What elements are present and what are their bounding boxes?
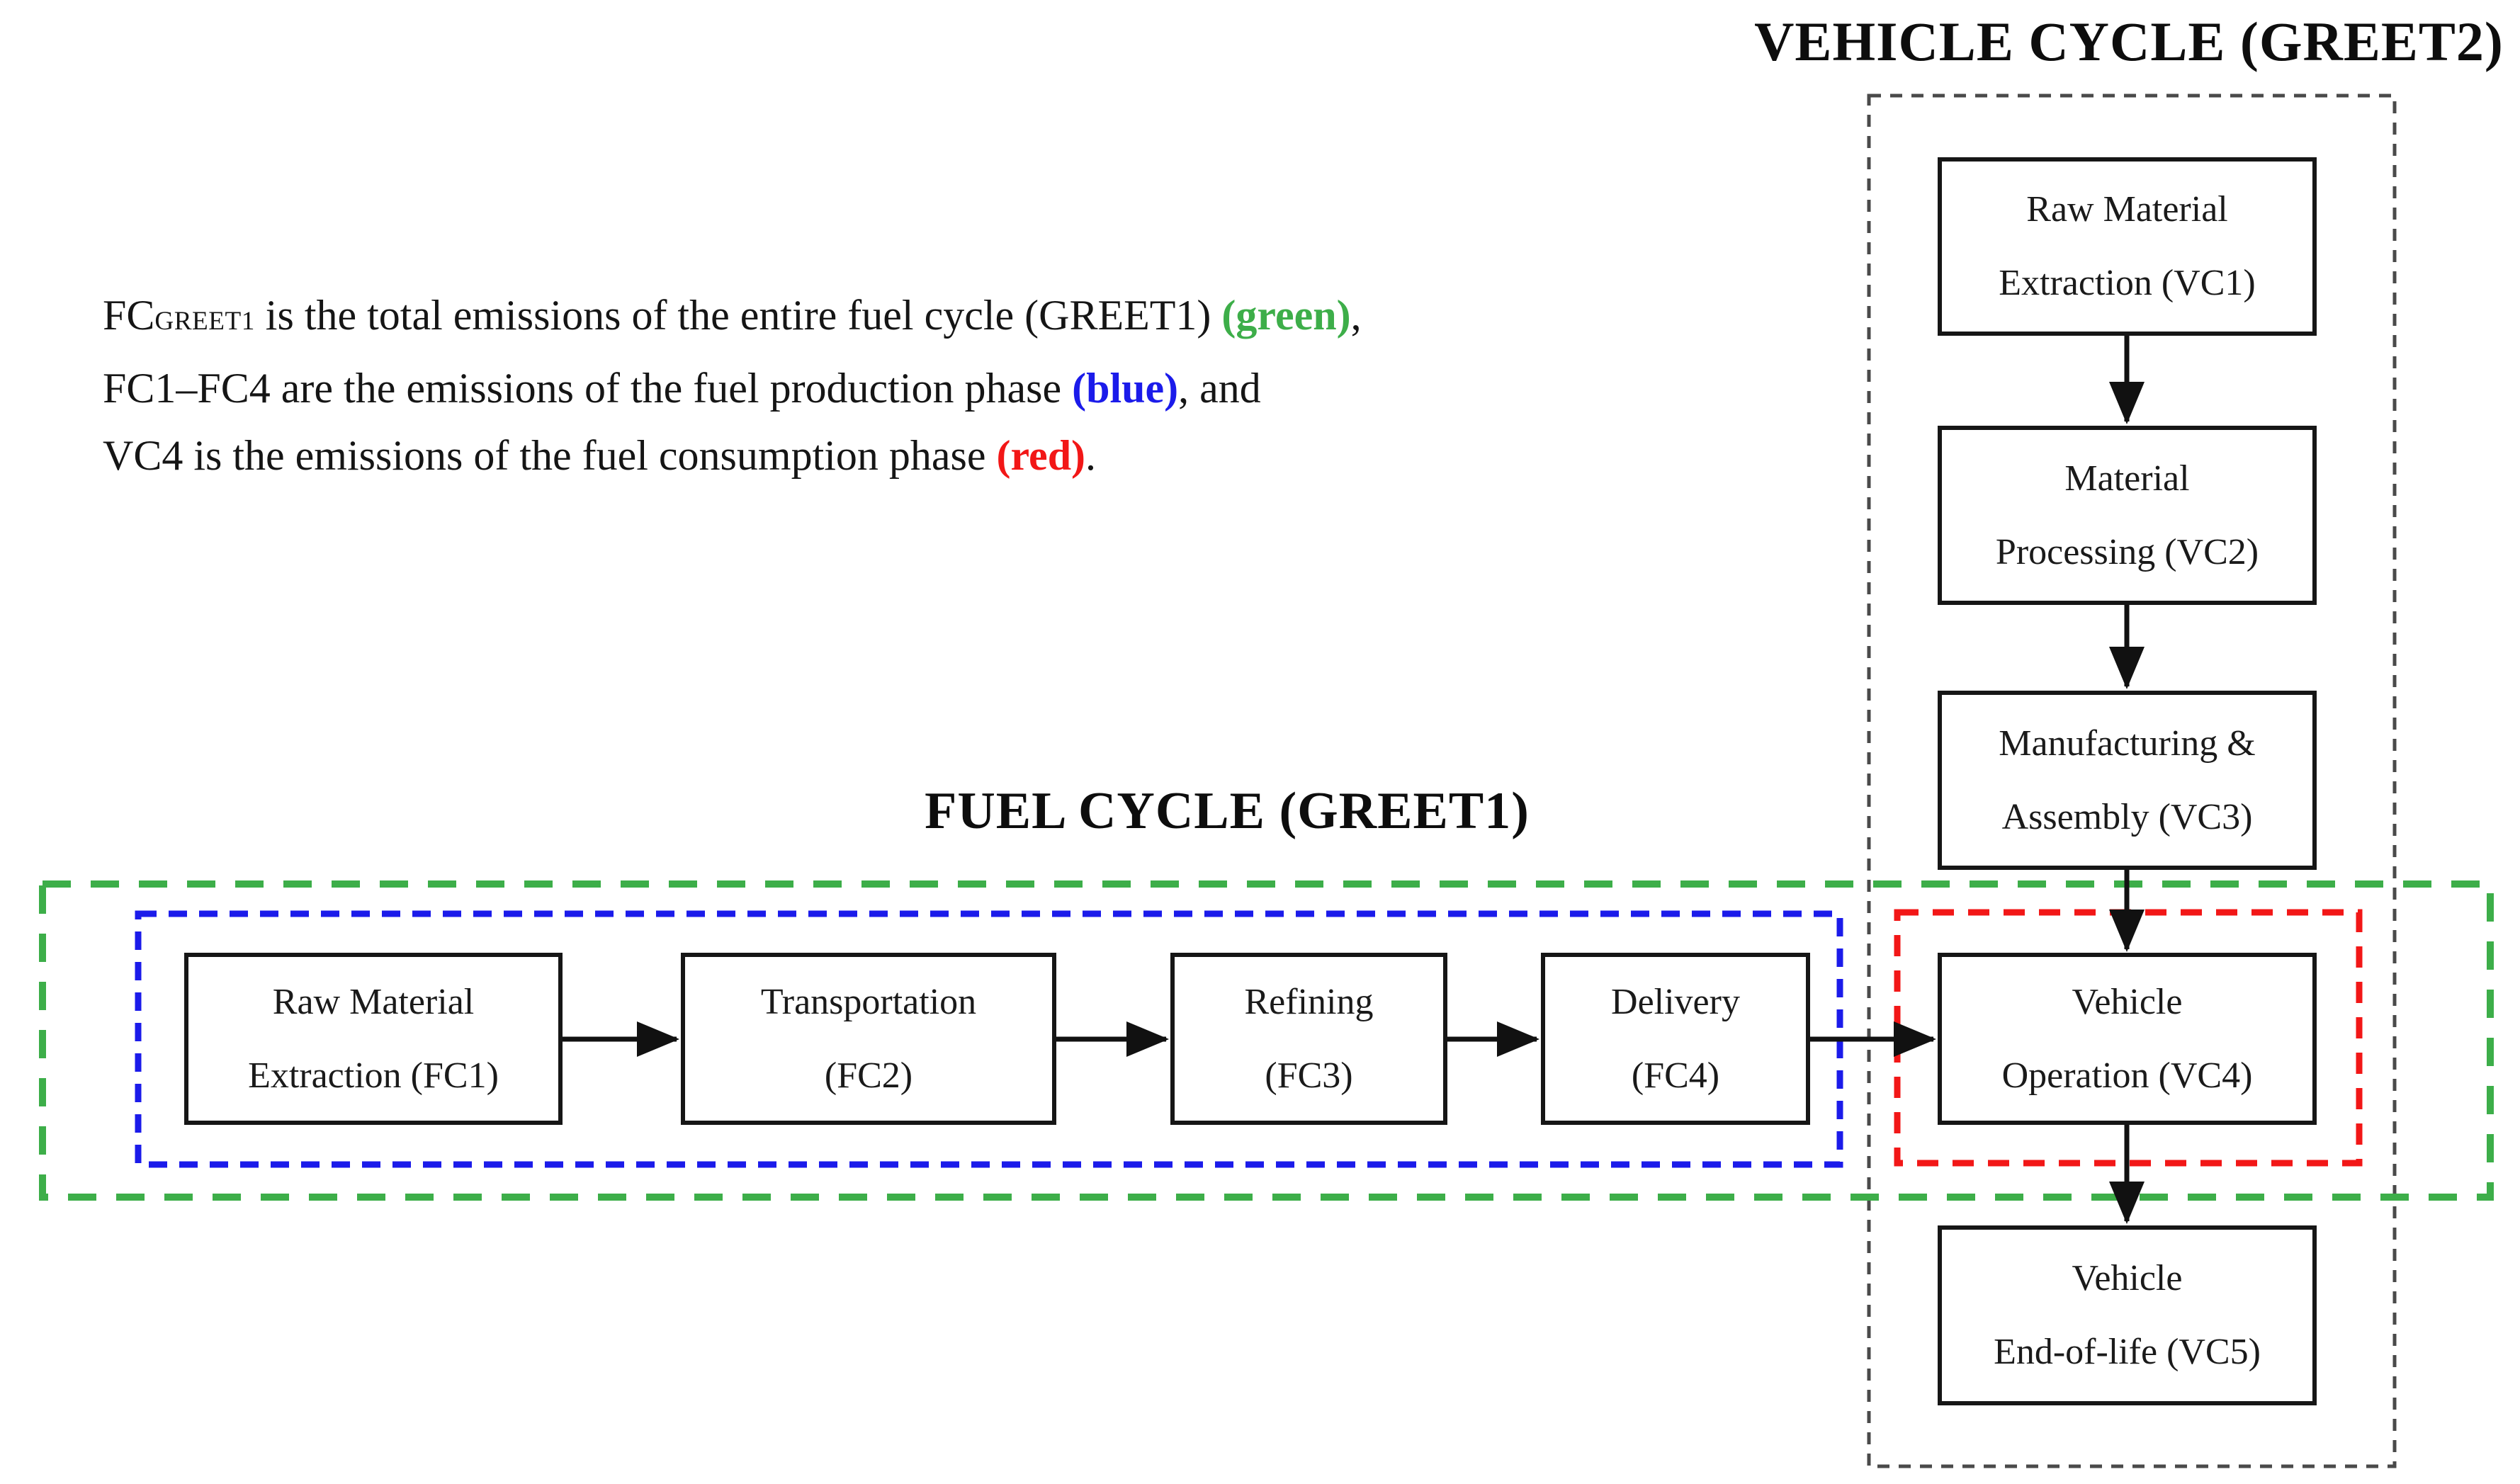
box-label-line: Refining: [1244, 981, 1374, 1022]
legend-line-1: FCGREET1 is the total emissions of the e…: [103, 282, 1362, 355]
legend-line-2-suffix: , and: [1178, 365, 1261, 412]
legend-fc-prefix: FC: [103, 292, 155, 339]
box-fc4-delivery: Delivery (FC4): [1541, 953, 1810, 1125]
legend-line-3: VC4 is the emissions of the fuel consump…: [103, 422, 1362, 489]
box-label-line: Raw Material: [2026, 189, 2228, 230]
legend-red-word: (red): [996, 432, 1086, 479]
legend-line-2: FC1–FC4 are the emissions of the fuel pr…: [103, 355, 1362, 422]
box-label-line: Delivery: [1611, 981, 1740, 1022]
vehicle-cycle-title: VEHICLE CYCLE (GREET2): [1754, 11, 2504, 72]
box-label-line: Material: [2064, 458, 2190, 499]
box-vc2-material-processing: Material Processing (VC2): [1938, 426, 2317, 605]
box-label-line: (FC2): [824, 1055, 913, 1096]
legend-green-word: (green): [1221, 292, 1351, 339]
vehicle-cycle-dashed-frame: [1867, 94, 2397, 1468]
box-label-line: Raw Material: [272, 981, 475, 1022]
box-vc1-raw-material-extraction: Raw Material Extraction (VC1): [1938, 157, 2317, 336]
box-vc4-vehicle-operation: Vehicle Operation (VC4): [1938, 953, 2317, 1125]
legend-line-3-suffix: .: [1085, 432, 1097, 479]
box-label-line: Processing (VC2): [1995, 531, 2259, 572]
box-label-line: (FC4): [1631, 1055, 1720, 1096]
box-fc3-refining: Refining (FC3): [1170, 953, 1447, 1125]
box-label-line: Operation (VC4): [2001, 1055, 2253, 1096]
legend-line-2-body: FC1–FC4 are the emissions of the fuel pr…: [103, 365, 1073, 412]
total-emissions-green-frame: [39, 880, 2494, 1201]
box-fc1-raw-material-extraction: Raw Material Extraction (FC1): [184, 953, 563, 1125]
legend-blue-word: (blue): [1072, 365, 1179, 412]
legend-line-3-body: VC4 is the emissions of the fuel consump…: [103, 432, 997, 479]
fuel-production-blue-frame: [135, 910, 1843, 1168]
box-label-line: (FC3): [1265, 1055, 1353, 1096]
legend-line-1-body: is the total emissions of the entire fue…: [254, 292, 1222, 339]
legend-line-1-suffix: ,: [1350, 292, 1362, 339]
box-label-line: Extraction (FC1): [248, 1055, 499, 1096]
fuel-cycle-title: FUEL CYCLE (GREET1): [925, 782, 1530, 840]
flow-arrows: [563, 336, 2145, 1224]
box-label-line: End-of-life (VC5): [1994, 1332, 2261, 1372]
box-label-line: Assembly (VC3): [2001, 796, 2253, 837]
box-label-line: Vehicle: [2072, 981, 2183, 1022]
box-fc2-transportation: Transportation (FC2): [681, 953, 1056, 1125]
box-label-line: Extraction (VC1): [1999, 263, 2256, 303]
box-vc3-manufacturing-assembly: Manufacturing & Assembly (VC3): [1938, 691, 2317, 870]
box-vc5-vehicle-end-of-life: Vehicle End-of-life (VC5): [1938, 1225, 2317, 1405]
legend-paragraph: FCGREET1 is the total emissions of the e…: [103, 282, 1362, 489]
box-label-line: Transportation: [760, 981, 977, 1022]
legend-greet1-smallcaps: GREET1: [154, 307, 255, 336]
box-label-line: Manufacturing &: [1999, 723, 2256, 764]
box-label-line: Vehicle: [2072, 1258, 2183, 1298]
